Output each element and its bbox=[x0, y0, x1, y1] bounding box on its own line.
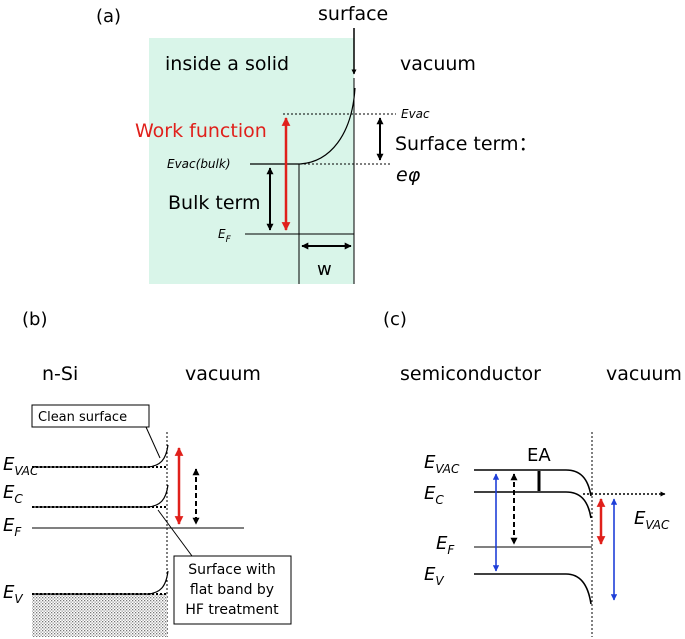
flatband-line-2: flat band by bbox=[190, 582, 274, 598]
work-function-label: Work function bbox=[135, 120, 267, 142]
flatband-pointer bbox=[157, 509, 193, 557]
evac-label-c: EVAC bbox=[424, 452, 460, 476]
panel-c: (c) semiconductor vacuum EVAC EC EA EVAC… bbox=[383, 309, 682, 637]
valence-band-fill bbox=[32, 594, 167, 637]
clean-surface-label: Clean surface bbox=[38, 410, 127, 425]
nsi-label: n-Si bbox=[42, 363, 78, 385]
surface-label: surface bbox=[318, 3, 388, 25]
panel-c-label: (c) bbox=[383, 309, 407, 330]
ef-label-a: EF bbox=[218, 227, 232, 245]
bulk-term-label: Bulk term bbox=[168, 192, 261, 214]
ec-label-c: EC bbox=[424, 483, 444, 507]
ef-label-c: EF bbox=[436, 533, 455, 557]
evac-curve-c bbox=[474, 469, 592, 497]
ev-curve-b bbox=[32, 570, 169, 595]
clean-surface-pointer bbox=[145, 426, 161, 459]
width-label: w bbox=[317, 259, 332, 280]
inside-solid-label: inside a solid bbox=[165, 53, 289, 75]
e-phi-label: eφ bbox=[396, 164, 421, 186]
flatband-line-3: HF treatment bbox=[185, 602, 279, 618]
flatband-line-1: Surface with bbox=[188, 562, 276, 578]
panel-b-label: (b) bbox=[22, 309, 47, 330]
ec-curve-c bbox=[474, 491, 592, 519]
semiconductor-label: semiconductor bbox=[400, 363, 541, 385]
ev-label-c: EV bbox=[424, 564, 444, 588]
ec-curve-b bbox=[32, 484, 169, 508]
ec-label-b: EC bbox=[3, 482, 23, 506]
evac-bulk-label: Evac(bulk) bbox=[167, 157, 231, 171]
vacuum-label-c: vacuum bbox=[606, 363, 682, 385]
vacuum-label-b: vacuum bbox=[185, 363, 261, 385]
ev-curve-c bbox=[474, 573, 592, 605]
vacuum-label-a: vacuum bbox=[400, 53, 476, 75]
evac-curve-b bbox=[32, 444, 169, 468]
panel-b: (b) n-Si vacuum Clean surface EVAC EC EF… bbox=[3, 309, 292, 637]
ef-label-b: EF bbox=[3, 515, 22, 539]
flatband-box bbox=[173, 555, 292, 625]
band-bending-curve-a bbox=[250, 87, 356, 165]
clean-surface-box bbox=[31, 404, 150, 428]
surface-term-label: Surface term： bbox=[395, 133, 538, 155]
evac-label-a: Evac bbox=[401, 107, 430, 121]
ea-label: EA bbox=[527, 445, 551, 466]
panel-a-label: (a) bbox=[96, 6, 121, 27]
panel-a: (a) surface inside a solid vacuum Evac E… bbox=[96, 3, 538, 284]
ev-label-b: EV bbox=[3, 582, 23, 606]
evac-right-label: EVAC bbox=[634, 508, 670, 532]
